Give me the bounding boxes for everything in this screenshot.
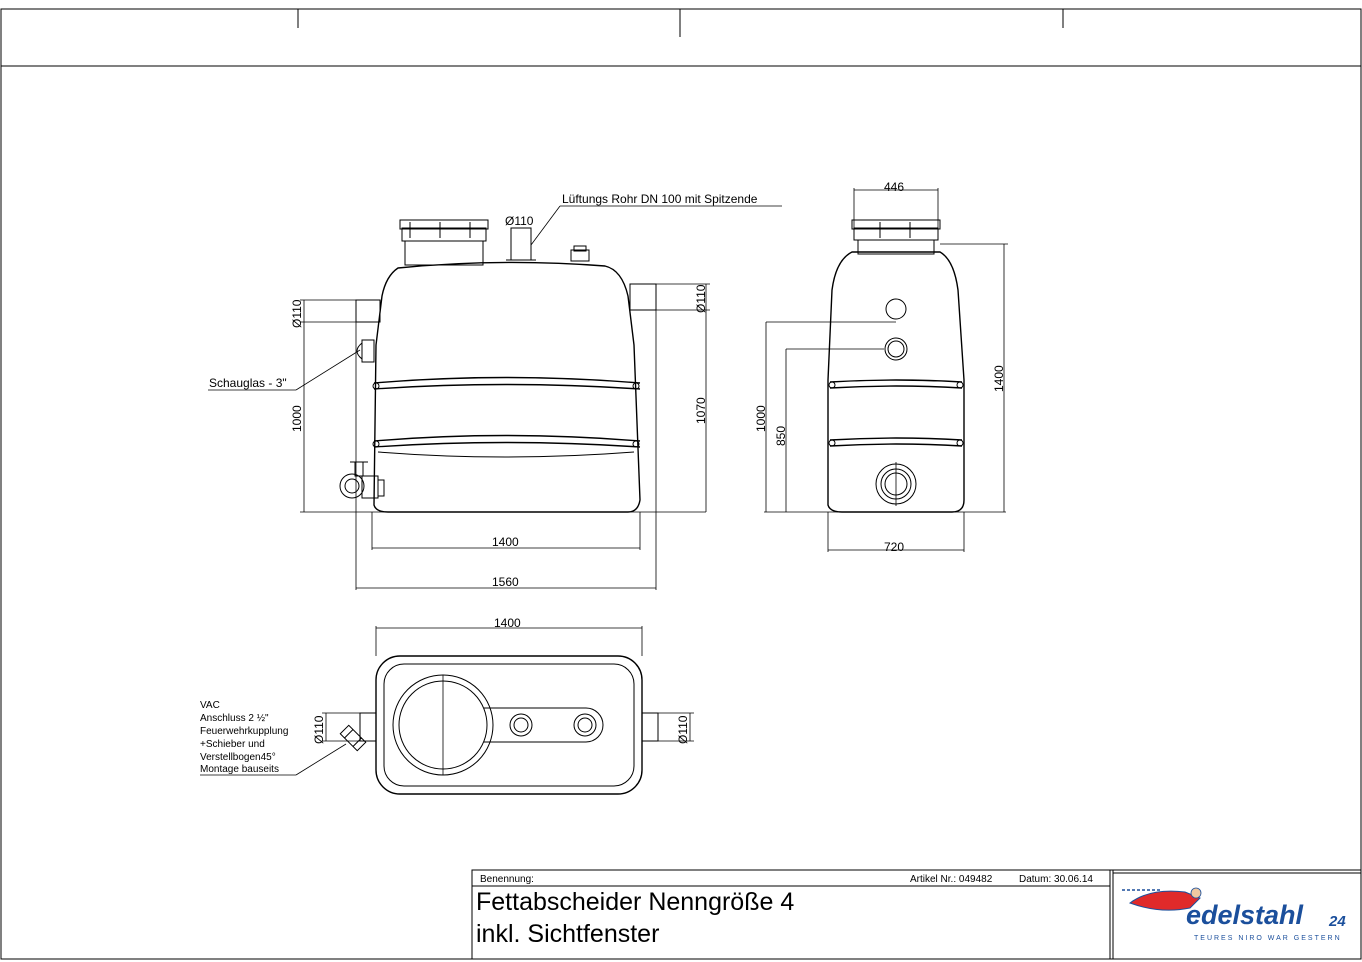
front-height-1400-label: 1400	[992, 365, 1006, 392]
hero-head-icon	[1190, 887, 1202, 899]
vac-note-line-4: +Schieber und	[200, 739, 265, 750]
top-inlet-diameter-label: Ø110	[312, 715, 326, 744]
vac-note-line-1: VAC	[200, 700, 220, 711]
vent-diameter-label: Ø110	[505, 214, 534, 228]
vac-note-line-3: Feuerwehrkupplung	[200, 726, 288, 737]
vac-note-line-5: Verstellbogen45°	[200, 752, 276, 763]
side-view-labels: Lüftungs Rohr DN 100 mit Spitzende Ø110 …	[209, 192, 758, 589]
drawing-title-line-2: inkl. Sichtfenster	[476, 920, 659, 948]
superhero-figure-icon	[1128, 890, 1201, 911]
edelstahl24-logo: edelstahl 24 TEURES NIRO WAR GESTERN	[1122, 887, 1346, 942]
brand-wordmark: edelstahl	[1186, 900, 1304, 930]
top-view	[339, 655, 659, 795]
front-view-labels: 446 1400 1000 850 720	[754, 180, 1006, 554]
drawing-title-line-1: Fettabscheider Nenngröße 4	[476, 888, 794, 916]
article-number: Artikel Nr.: 049482	[910, 874, 993, 885]
front-view-dimensions	[764, 188, 1008, 552]
side-view-dimensions	[208, 205, 782, 590]
front-height-850-label: 850	[774, 426, 788, 446]
outlet-diameter-label: Ø110	[694, 284, 708, 313]
front-width-label: 720	[884, 540, 904, 554]
brand-number: 24	[1328, 913, 1346, 930]
sight-glass-label: Schauglas - 3"	[209, 376, 287, 390]
side-view	[339, 219, 657, 513]
side-height-1000-label: 1000	[290, 405, 304, 432]
front-top-width-label: 446	[884, 180, 904, 194]
brand-tagline: TEURES NIRO WAR GESTERN	[1194, 935, 1342, 942]
drawing-frame	[0, 8, 1362, 960]
drawing-date: Datum: 30.06.14	[1019, 874, 1093, 885]
side-height-1070-label: 1070	[694, 397, 708, 424]
top-view-labels: 1400 Ø110 Ø110 VAC Anschluss 2 ½" Feuerw…	[200, 616, 690, 775]
designation-label: Benennung:	[480, 874, 534, 885]
front-view	[827, 219, 965, 513]
vent-pipe-label: Lüftungs Rohr DN 100 mit Spitzende	[562, 192, 758, 206]
vac-note-line-2: Anschluss 2 ½"	[200, 713, 269, 724]
vac-note-line-6: Montage bauseits	[200, 764, 279, 775]
side-width-1560-label: 1560	[492, 575, 519, 589]
side-width-1400-label: 1400	[492, 535, 519, 549]
front-height-1000-label: 1000	[754, 405, 768, 432]
top-outlet-diameter-label: Ø110	[676, 715, 690, 744]
title-block: Benennung: Artikel Nr.: 049482 Datum: 30…	[471, 869, 1362, 960]
top-width-label: 1400	[494, 616, 521, 630]
top-view-dimensions	[200, 626, 694, 776]
inlet-diameter-label: Ø110	[290, 299, 304, 328]
